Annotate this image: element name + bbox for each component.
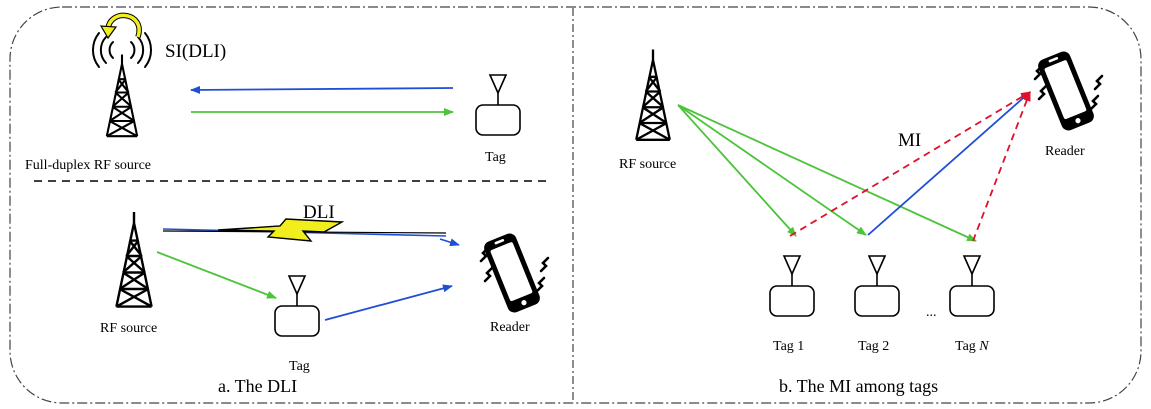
dli-arrow-head [439, 238, 460, 247]
rf-source-tower-icon-b [635, 48, 671, 141]
backscatter-arrow-bottom [324, 284, 453, 321]
si-curved-arrow-icon [99, 12, 142, 40]
backscatter-arrow-top [190, 85, 454, 94]
rf-source-tower-icon [115, 210, 153, 308]
mi-label: MI [898, 130, 921, 151]
reader-label-b: Reader [1045, 144, 1085, 159]
tag1-label: Tag 1 [773, 339, 804, 354]
tag2-label: Tag 2 [858, 339, 889, 354]
tag2-icon [854, 255, 900, 317]
dli-label: DLI [303, 202, 335, 223]
lightning-icon [217, 218, 345, 242]
backscatter-link-tag2 [867, 91, 1031, 236]
si-label: SI(DLI) [165, 41, 226, 62]
excitation-link-tagn [677, 104, 977, 242]
caption-a: a. The DLI [218, 376, 297, 396]
tag-bottom-icon [274, 275, 320, 337]
fd-source-label: Full-duplex RF source [25, 158, 151, 173]
tag1-icon [769, 255, 815, 317]
mi-link-tag1 [789, 91, 1031, 237]
excitation-link-tag2 [677, 104, 867, 236]
outer-frame [9, 6, 1142, 404]
caption-b: b. The MI among tags [779, 376, 938, 396]
reader-phone-icon-b [1033, 48, 1104, 134]
tagn-label: Tag N [955, 339, 989, 354]
tag-bottom-label: Tag [289, 359, 310, 374]
reader-label-a: Reader [490, 320, 530, 335]
tag-top-icon [475, 74, 521, 136]
rf-source-label-b: RF source [619, 157, 676, 172]
rf-source-label-a: RF source [100, 321, 157, 336]
excitation-arrow-bottom [156, 251, 277, 299]
tag-top-label: Tag [485, 150, 506, 165]
ellipsis: ... [926, 305, 937, 320]
reader-phone-icon-a [479, 230, 550, 316]
fd-rf-source-tower-icon [92, 32, 152, 138]
tagn-icon [949, 255, 995, 317]
mi-link-tagn [972, 91, 1031, 242]
excitation-link-tag1 [677, 104, 797, 237]
